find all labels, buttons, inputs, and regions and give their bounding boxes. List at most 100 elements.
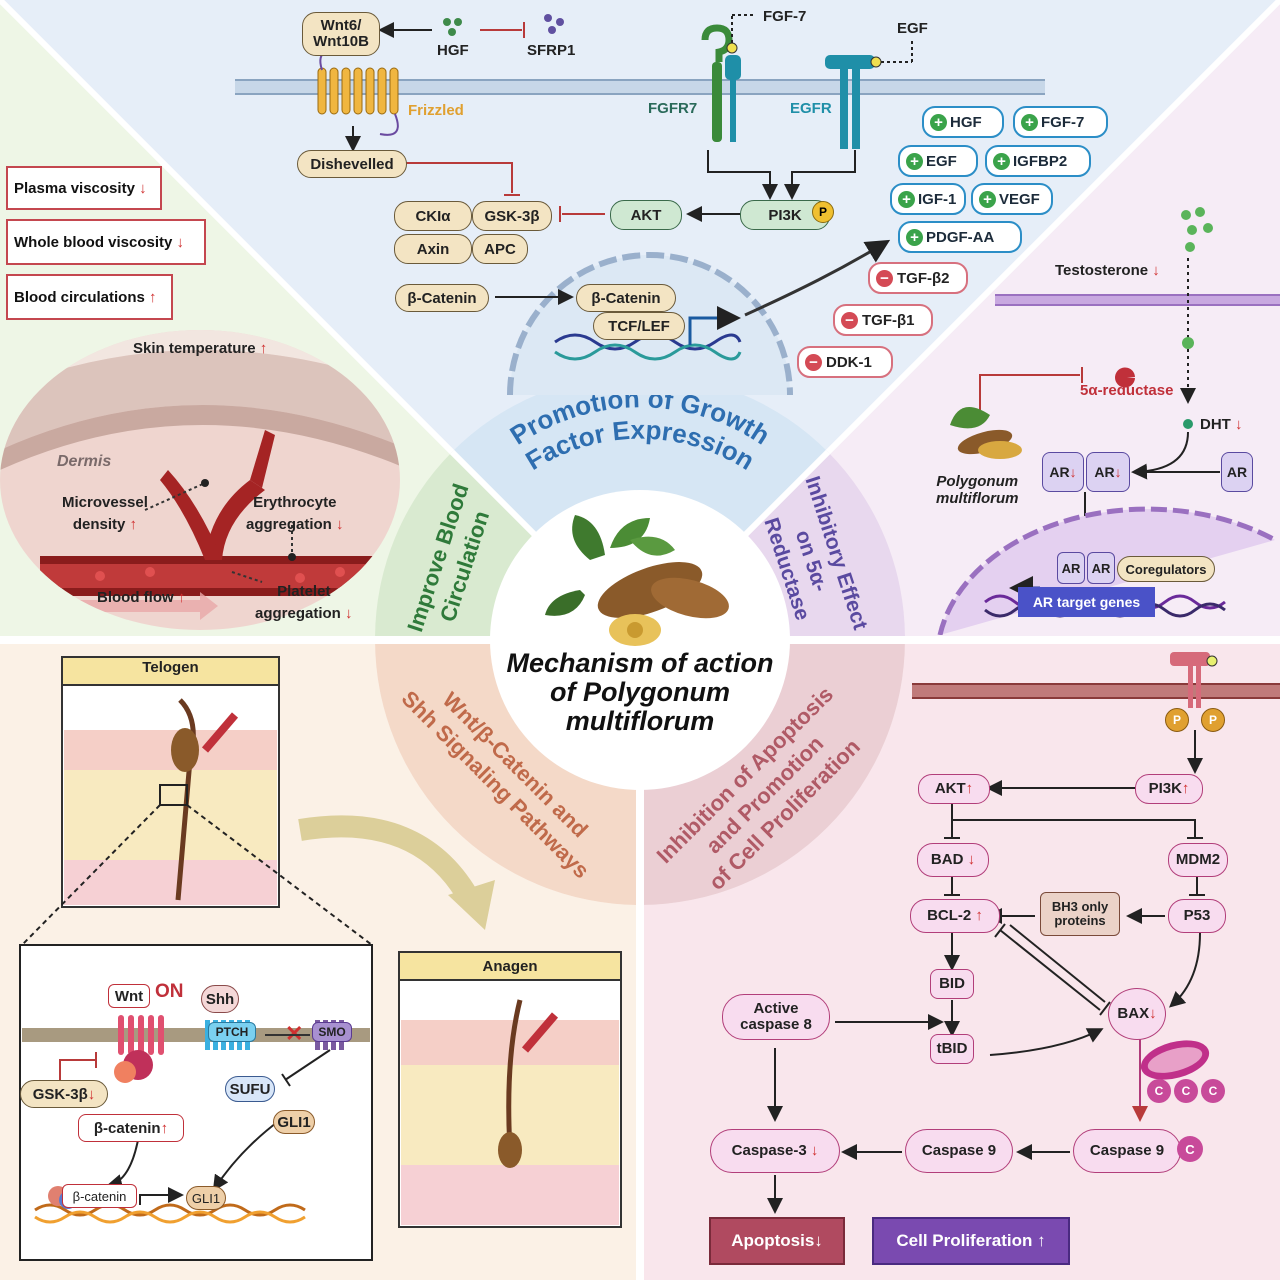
ar-free: AR — [1221, 452, 1253, 492]
fgfr7-label: FGFR7 — [648, 100, 698, 117]
caspase3-node: Caspase-3 ↓ — [710, 1129, 840, 1173]
wnt-label-2: Wnt10B — [313, 33, 369, 50]
b-catenin-wnt-box: β-catenin↑ — [78, 1114, 184, 1142]
cytochrome-c-3: C — [1201, 1079, 1225, 1103]
sufu-node: SUFU — [225, 1076, 275, 1102]
phosphate-right: P — [1201, 708, 1225, 732]
ptch-node: PTCH — [208, 1022, 256, 1042]
skin-temperature-label: Skin temperature ↑ — [133, 340, 268, 357]
dht-label: DHT ↓ — [1200, 416, 1243, 433]
phosphate-badge: P — [812, 201, 834, 223]
ar-nuclear-2: AR — [1087, 552, 1115, 584]
bax-node: BAX↓ — [1108, 988, 1166, 1040]
smo-node: SMO — [312, 1022, 352, 1042]
blood-flow-label: Blood flow ↑ — [97, 589, 186, 606]
sfrp1-label: SFRP1 — [527, 42, 576, 59]
dishevelled-node: Dishevelled — [297, 150, 407, 178]
wnt-label-1: Wnt6/ — [320, 17, 362, 35]
on-label: ON — [155, 981, 184, 1002]
b-catenin-nucleus: β-Catenin — [576, 284, 676, 312]
ar-target-genes: AR target genes — [1018, 587, 1155, 617]
mdm2-node: MDM2 — [1168, 843, 1228, 877]
shh-node: Shh — [201, 985, 239, 1013]
plus-icon: + — [993, 152, 1010, 170]
up-factor-pdgf-aa: +PDGF-AA — [898, 221, 1022, 253]
plus-icon: + — [898, 190, 915, 208]
gsk3b-wnt-node: GSK-3β↓ — [20, 1080, 108, 1108]
center-plant-illustration — [545, 515, 729, 646]
coregulators-node: Coregulators — [1117, 556, 1215, 582]
minus-icon: − — [805, 353, 822, 371]
akt-apoptosis-node: AKT↑ — [918, 774, 990, 804]
cell-proliferation-outcome: Cell Proliferation ↑ — [872, 1217, 1070, 1265]
up-factor-fgf7: +FGF-7 — [1013, 106, 1108, 138]
fgfr7-receptor — [701, 24, 741, 142]
egfr-label: EGFR — [790, 100, 832, 117]
pi3k-label: PI3K — [768, 206, 802, 224]
tbid-node: tBID — [930, 1034, 974, 1064]
center-title-1: Mechanism of action — [506, 648, 773, 678]
p53-node: P53 — [1168, 899, 1226, 933]
up-factor-hgf: +HGF — [922, 106, 1004, 138]
wnt-box: Wnt — [108, 984, 150, 1008]
ar-receptor-1: AR↓ — [1042, 452, 1084, 492]
bad-node: BAD ↓ — [917, 843, 989, 877]
b-catenin-dna-box: β-catenin — [62, 1184, 137, 1208]
tcf-lef-node: TCF/LEF — [593, 312, 685, 340]
fgf7-ligand-label: FGF-7 — [763, 8, 807, 25]
caspase9-node-2: Caspase 9 — [1073, 1129, 1181, 1173]
testosterone-label: Testosterone ↓ — [1055, 262, 1160, 279]
svg-text:✕: ✕ — [285, 1021, 303, 1046]
up-factor-igfbp2: +IGFBP2 — [985, 145, 1091, 177]
ckia-node: CKIα — [394, 201, 472, 231]
gsk3b-node: GSK-3β — [472, 201, 552, 231]
wnt-ligand-box: Wnt6/ Wnt10B — [302, 12, 380, 56]
ar-receptor-2: AR↓ — [1086, 452, 1130, 492]
cytochrome-c-1: C — [1147, 1079, 1171, 1103]
dermis-label: Dermis — [57, 453, 112, 470]
up-factor-egf: +EGF — [898, 145, 978, 177]
reductase-label: 5α-reductase — [1080, 382, 1174, 399]
egf-ligand-label: EGF — [897, 20, 928, 37]
plus-icon: + — [930, 113, 947, 131]
center-title-3: multiflorum — [566, 706, 715, 736]
ar-nuclear-1: AR — [1057, 552, 1085, 584]
up-factor-vegf: +VEGF — [971, 183, 1053, 215]
akt-node: AKT — [610, 200, 682, 230]
phosphate-left: P — [1165, 708, 1189, 732]
axin-node: Axin — [394, 234, 472, 264]
plus-icon: + — [906, 228, 923, 246]
egfr-receptor — [825, 55, 882, 149]
b-catenin-cytoplasm: β-Catenin — [395, 284, 489, 312]
apoptosis-outcome: Apoptosis↓ — [709, 1217, 845, 1265]
gli1-gene: GLI1 — [186, 1186, 226, 1210]
plus-icon: + — [979, 190, 996, 208]
cytochrome-c-bound: C — [1177, 1136, 1203, 1162]
center-title-2: of Polygonum — [550, 677, 730, 707]
minus-icon: − — [876, 269, 893, 287]
skin-cross-section — [0, 330, 400, 630]
cytochrome-c-2: C — [1174, 1079, 1198, 1103]
down-factor-ddk1: −DDK-1 — [797, 346, 893, 378]
bid-node: BID — [930, 969, 974, 999]
frizzled-label: Frizzled — [408, 102, 464, 119]
frizzled-receptor — [317, 67, 399, 115]
caspase9-node-1: Caspase 9 — [905, 1129, 1013, 1173]
down-factor-tgfb2: −TGF-β2 — [868, 262, 968, 294]
pi3k-apoptosis-node: PI3K↑ — [1135, 774, 1203, 804]
whole-blood-viscosity-box: Whole blood viscosity ↓ — [6, 219, 206, 265]
telogen-label: Telogen — [142, 659, 199, 676]
bcl2-node: BCL-2 ↑ — [910, 899, 1000, 933]
anagen-label: Anagen — [482, 958, 538, 975]
plasma-viscosity-box: Plasma viscosity ↓ — [6, 166, 162, 210]
minus-icon: − — [841, 311, 858, 329]
hgf-label: HGF — [437, 42, 469, 59]
plus-icon: + — [906, 152, 923, 170]
gli1-node: GLI1 — [273, 1110, 315, 1134]
